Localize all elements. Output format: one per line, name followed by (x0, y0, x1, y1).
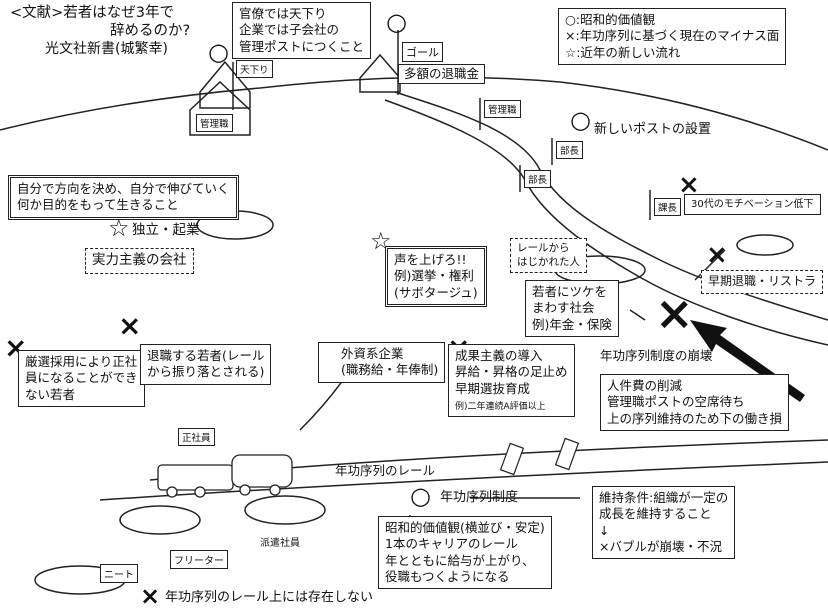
raise-voice-box: 声を上げろ!! 例)選挙・権利 (サボタージュ) (385, 246, 487, 307)
rail-label: 年功序列のレール (335, 463, 436, 478)
legend-circle: ○:昭和的価値観 (565, 12, 656, 27)
cross-icon: × (140, 582, 161, 610)
not-on-rail-label: 年功序列のレール上には存在しない (165, 590, 374, 605)
off-rail-box: レールから はじかれた人 (510, 238, 587, 274)
rail-bottom (99, 461, 828, 501)
new-posts-label: 新しいポストの設置 (594, 122, 712, 137)
seniority-system-label: 年功序列制度 (440, 490, 519, 505)
house-manager (189, 80, 251, 136)
circle-icon: ○ (208, 38, 229, 66)
rail-tie-1 (499, 442, 525, 476)
circle-icon: ○ (410, 482, 431, 510)
foreign-company-box: 外資系企業 (職務給・年俸制) (318, 342, 446, 383)
group-ellipse-4 (119, 505, 201, 535)
sign-section-chief: 課長 (654, 198, 682, 216)
self-direction-box: 自分で方向を決め、自分で伸びていく 何か目的をもって生きること (8, 175, 239, 220)
sign-director2: 部長 (524, 170, 552, 188)
source-line1: <文献>若者はなぜ3年で (10, 5, 175, 21)
train-car (157, 464, 234, 491)
legend-cross: ×:年功序列に基づく現在のマイナス面 (565, 28, 780, 44)
arrow-early (694, 249, 726, 281)
maintenance-box: 維持条件:組織が一定の 成長を維持すること ↓ ×バブルが崩壊・不況 (592, 486, 736, 559)
regular-employee-label: 正社員 (178, 428, 215, 446)
cross-icon: × (706, 240, 728, 270)
independence-label: 独立・起業 (132, 222, 200, 238)
temp-worker-label: 派遣社員 (260, 538, 300, 549)
amakudari-note: 官僚では天下り 企業では子会社の 管理ポストにつくこと (232, 2, 372, 59)
sign-manager-house: 管理職 (196, 114, 233, 132)
circle-icon: ○ (570, 106, 591, 134)
cross-icon: × (678, 170, 700, 200)
personnel-cuts-box: 人件費の削減 管理職ポストの空席待ち 上の序列維持のため下の働き損 (600, 374, 790, 431)
sign-manager: 管理職 (484, 100, 521, 118)
group-ellipse-2 (736, 234, 794, 256)
motivation-drop-box: 30代のモチベーション低下 (684, 194, 821, 215)
performance-main: 成果主義の導入 昇給・昇格の足止め 早期選抜育成 (455, 348, 568, 396)
performance-sub: 例)二年連続A評価以上 (455, 401, 546, 412)
star-icon: ☆ (108, 214, 130, 242)
hill-outline (0, 76, 828, 151)
showa-values-box: 昭和的価値観(横並び・安定) 1本のキャリアのレール 年とともに給与が上がり、 … (378, 516, 552, 589)
rail-tie-2 (554, 437, 580, 471)
performance-box: 成果主義の導入 昇給・昇格の足止め 早期選抜育成 例)二年連続A評価以上 (448, 344, 575, 418)
arrow-favor (629, 309, 646, 321)
favor-society-box: 若者にツケを まわす社会 例)年金・保険 (525, 280, 619, 337)
early-retirement-box: 早期退職・リストラ (701, 270, 824, 294)
retirement-box: 多額の退職金 (398, 64, 486, 85)
source-line2: 辞めるのか? (110, 23, 191, 39)
house-goal (359, 53, 401, 93)
legend-star: ☆:近年の新しい流れ (565, 44, 681, 60)
group-ellipse-5 (244, 495, 326, 525)
sign-director: 部長 (556, 141, 584, 159)
cross-icon: × (118, 309, 142, 342)
cross-icon: × (655, 286, 694, 340)
house-amakudari (199, 60, 251, 109)
selection-hiring-box: 厳選採用により正社 員になることができ ない若者 (18, 350, 145, 407)
quitting-youth-box: 退職する若者(レール から振り落とされる) (140, 344, 272, 385)
train-engine (231, 454, 293, 488)
merit-society-box: 実力主義の会社 (85, 248, 194, 274)
neet-label: ニート (100, 564, 138, 583)
circle-icon: ○ (386, 8, 407, 36)
freeter-label: フリーター (170, 550, 228, 569)
source-line3: 光文社新書(城繁幸) (45, 41, 168, 57)
sign-goal: ゴール (402, 42, 443, 62)
legend-box: ○:昭和的価値観 ×:年功序列に基づく現在のマイナス面 ☆:近年の新しい流れ (558, 8, 787, 65)
collapse-label: 年功序列制度の崩壊 (600, 348, 713, 363)
sign-amakudari: 天下り (236, 60, 273, 78)
